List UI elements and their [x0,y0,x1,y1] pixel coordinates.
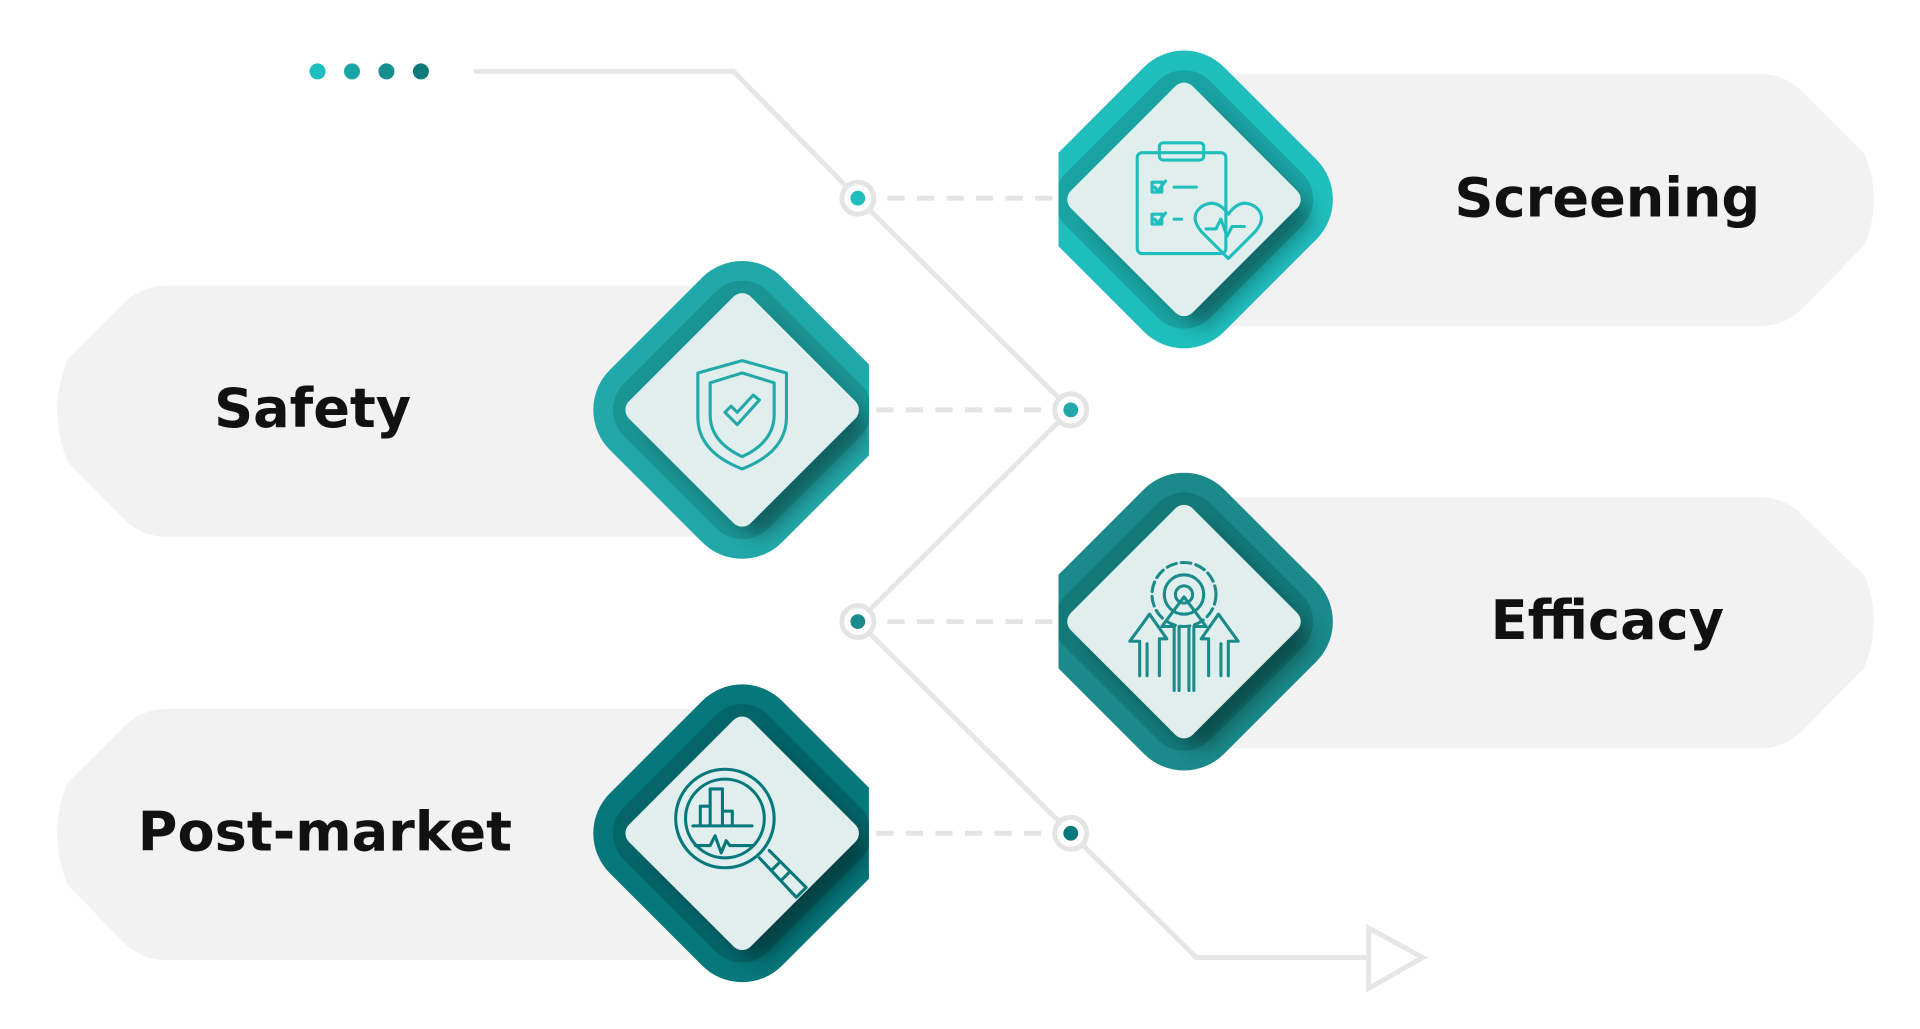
step-diamond-screening[interactable] [1012,27,1357,372]
step-label-efficacy: Efficacy [1491,589,1724,652]
banner-post-market [57,708,739,961]
progress-dot [309,63,326,80]
progress-dot [344,63,360,80]
diamond-inner [1067,504,1301,739]
step-diamond-post-market[interactable] [570,661,915,1006]
banners [57,73,1874,961]
gear-arrows-up-icon [1128,560,1240,693]
progress-dot [378,63,395,80]
banner-safety [57,285,739,537]
flow-line [473,68,1369,961]
flow-arrow-head [1366,923,1428,993]
banner-efficacy [1181,497,1874,749]
step-diamonds [570,27,1357,1006]
banner-screening [1181,73,1874,327]
progress-dots [309,63,429,80]
flow-node [839,603,877,641]
flow-node-dot [1063,825,1079,841]
step-diamond-safety[interactable] [570,238,915,583]
flow-node [1052,814,1090,852]
dashed-connectors [857,195,1071,836]
step-diamond-efficacy[interactable] [1012,449,1357,794]
diamond-inner [1067,82,1301,317]
diamond-inner [625,293,859,527]
flow-node [1052,391,1090,429]
flow-node-dot [850,190,866,206]
flow-node-dot [1063,402,1079,418]
shield-check-icon [696,359,788,471]
flow-node [839,179,877,217]
clipboard-heart-icon [1135,141,1264,261]
flow-node-dot [850,614,866,629]
magnifier-chart-icon [674,767,808,899]
progress-dot [412,63,429,80]
step-label-screening: Screening [1455,167,1761,230]
step-label-safety: Safety [214,377,411,440]
step-label-post-market: Post-market [138,800,512,863]
flow-nodes [839,179,1090,852]
